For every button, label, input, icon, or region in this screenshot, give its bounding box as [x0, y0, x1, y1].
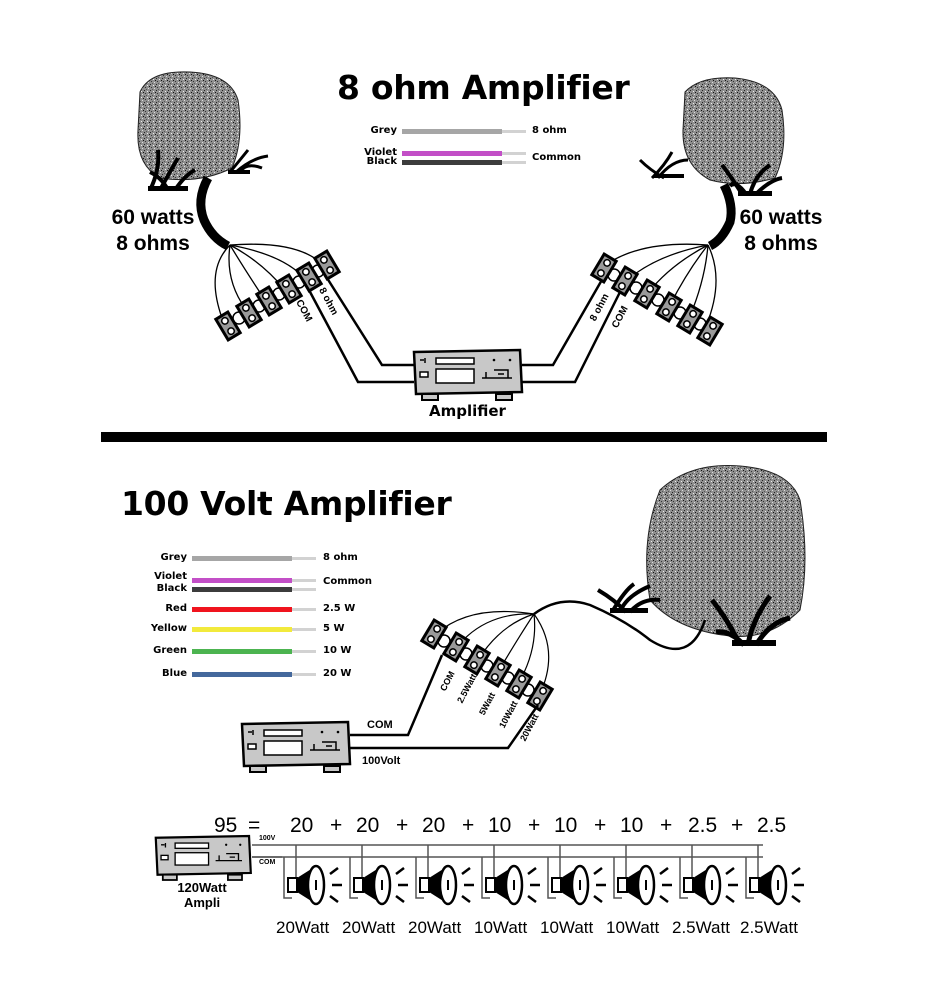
- left-speaker-rating: 60 watts 8 ohms: [98, 205, 208, 257]
- bus-drop-com: [349, 857, 358, 899]
- right-speaker-ohms: 8 ohms: [744, 232, 818, 255]
- right-speaker-rating: 60 watts 8 ohms: [726, 205, 836, 257]
- legend-label-violet: Violet: [154, 571, 187, 582]
- speaker-icons: [286, 864, 806, 906]
- top-amplifier-icon: [412, 348, 524, 402]
- bus-drop-com: [481, 857, 490, 899]
- legend-label-blue: Blue: [162, 668, 187, 679]
- equation-term: 10: [620, 814, 644, 837]
- legend-label-black: Black: [366, 156, 397, 167]
- bottom-terminal-strip: [420, 618, 554, 712]
- equation-plus-sign: +: [594, 814, 607, 837]
- left-speaker-cable: [307, 277, 414, 384]
- bus-drop-com: [415, 857, 424, 899]
- speaker-rating-label: 20Watt: [276, 918, 330, 937]
- legend-value-blue: 20 W: [323, 668, 352, 679]
- speaker-rating-label: 20Watt: [342, 918, 396, 937]
- speaker-rating-label: 2.5Watt: [740, 918, 798, 937]
- bottom-amplifier-icon: [240, 720, 352, 774]
- legend-value-red: 2.5 W: [323, 603, 356, 614]
- bus-lines: [252, 844, 763, 858]
- legend-label-grey: Grey: [370, 125, 397, 136]
- speaker-rating-label: 2.5Watt: [672, 918, 730, 937]
- speaker-rating-label: 10Watt: [474, 918, 528, 937]
- bottom-amp-cables: [350, 654, 540, 750]
- amplifier-label: Amplifier: [429, 402, 506, 420]
- bus-drop-com: [745, 857, 754, 899]
- bus-drops: [283, 845, 759, 899]
- bottom-rock-speaker-icon: [596, 465, 806, 647]
- right-rock-speaker-icon: [638, 77, 785, 251]
- bus-drop-com: [613, 857, 622, 899]
- legend-value-8ohm: 8 ohm: [532, 125, 567, 136]
- equation-plus-sign: +: [660, 814, 673, 837]
- section-divider: [101, 432, 827, 442]
- legend-label-grey: Grey: [160, 552, 187, 563]
- left-speaker-watts: 60 watts: [111, 206, 195, 229]
- equation-plus-sign: +: [330, 814, 343, 837]
- bus-drop-com: [547, 857, 556, 899]
- equation-term: 10: [488, 814, 512, 837]
- amp-wire-label-com: COM: [367, 719, 393, 731]
- top-section-title: 8 ohm Amplifier: [337, 68, 630, 107]
- bus-label-com: COM: [259, 859, 276, 866]
- legend-value-yellow: 5 W: [323, 623, 345, 634]
- equation-equals-sign: =: [248, 814, 261, 837]
- ampli-caption-watt: 120Watt: [177, 880, 227, 895]
- speaker-rating-label: 10Watt: [606, 918, 660, 937]
- equation-term: 2.5: [757, 814, 787, 837]
- legend-value-green: 10 W: [323, 645, 352, 656]
- legend-value-grey: 8 ohm: [323, 552, 358, 563]
- bottom-legend-bars: [192, 556, 316, 677]
- equation-plus-sign: +: [462, 814, 475, 837]
- legend-bar-grey: [402, 129, 502, 134]
- equation-term: 2.5: [688, 814, 718, 837]
- speaker-rating-label: 10Watt: [540, 918, 594, 937]
- amp-wire-label-100volt: 100Volt: [362, 755, 401, 767]
- equation-term: 20: [290, 814, 314, 837]
- bus-drop-com: [679, 857, 688, 899]
- legend-bar-violet: [402, 151, 502, 156]
- ampli-caption: 120Watt Ampli: [152, 880, 252, 910]
- ampli-120w-icon: [154, 834, 252, 882]
- equation-plus-sign: +: [528, 814, 541, 837]
- right-speaker-cable: [522, 277, 622, 384]
- equation-plus-sign: +: [396, 814, 409, 837]
- legend-value-common: Common: [532, 152, 582, 163]
- equation-plus-sign: +: [731, 814, 744, 837]
- legend-label-red: Red: [165, 603, 187, 614]
- legend-label-violet: Violet: [364, 147, 397, 158]
- left-speaker-ohms: 8 ohms: [116, 232, 190, 255]
- ampli-caption-name: Ampli: [183, 895, 221, 910]
- equation-term: 20: [422, 814, 446, 837]
- equation-term: 20: [356, 814, 380, 837]
- top-legend-bars: [402, 129, 526, 165]
- legend-label-green: Green: [153, 645, 187, 656]
- legend-value-violet: Common: [323, 576, 373, 587]
- right-speaker-watts: 60 watts: [739, 206, 823, 229]
- left-rock-speaker-icon: [137, 71, 269, 251]
- bus-label-100v: 100V: [259, 835, 276, 842]
- legend-bar-black: [402, 160, 502, 165]
- legend-label-yellow: Yellow: [150, 623, 187, 634]
- equation-term: 10: [554, 814, 578, 837]
- bottom-speaker-cable: [533, 600, 707, 651]
- legend-label-black: Black: [156, 583, 187, 594]
- bus-drop-com: [283, 857, 292, 899]
- speaker-rating-label: 20Watt: [408, 918, 462, 937]
- equation-total: 95: [214, 814, 238, 837]
- bottom-section-title: 100 Volt Amplifier: [121, 484, 452, 523]
